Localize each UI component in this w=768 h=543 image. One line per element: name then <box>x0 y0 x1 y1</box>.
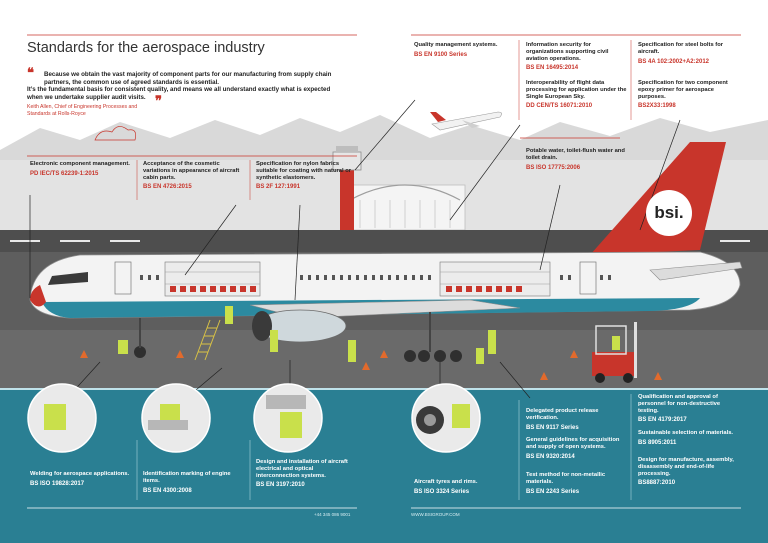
callout-desc: Design for manufacture, assembly, disass… <box>638 457 734 477</box>
callout-standard: BS EN 2243 Series <box>526 488 580 495</box>
maintenance-steps <box>194 319 221 361</box>
ground-workers <box>118 306 620 364</box>
quote-attribution-2: Standards at Rolls-Royce <box>27 111 86 117</box>
callout-desc: Design and installation of aircraft elec… <box>256 459 348 479</box>
callout-desc: Specification for nylon fabrics suitable… <box>256 161 352 181</box>
callout-standard: BS ISO 17775:2006 <box>526 164 581 171</box>
bsi-logo-text: bsi. <box>654 203 684 222</box>
quote-line-2: It’s the fundamental basis for consisten… <box>27 86 331 101</box>
callout-standard: BS8887:2010 <box>638 480 676 487</box>
nose-cone <box>30 285 46 307</box>
callout-desc: Quality management systems. <box>414 42 498 48</box>
callout-non-metallic-test: Test method for non-metallic materials. … <box>526 472 628 495</box>
callout-desc: General guidelines for acquisition and s… <box>526 437 620 450</box>
callout-desc: Welding for aerospace applications. <box>30 471 130 477</box>
callout-electronic-components: Electronic component management. PD IEC/… <box>30 161 134 177</box>
callout-standard: BS EN 9320:2014 <box>526 453 575 460</box>
callout-desc: Qualification and approval of personnel … <box>638 394 721 414</box>
cloud-icon <box>94 126 137 141</box>
callout-standard: BS EN 4300:2008 <box>143 487 192 494</box>
callout-steel-bolts: Specification for steel bolts for aircra… <box>638 42 738 65</box>
callout-standard: BS 8905:2011 <box>638 439 677 446</box>
callout-desc: Test method for non-metallic materials. <box>526 472 606 485</box>
callout-nylon-fabrics: Specification for nylon fabrics suitable… <box>256 161 356 190</box>
callout-desc: Specification for two component epoxy pr… <box>638 80 728 100</box>
callout-information-security: Information security for organizations s… <box>526 42 628 71</box>
callout-open-systems: General guidelines for acquisition and s… <box>526 437 628 460</box>
landing-gear <box>134 346 462 362</box>
inset-circles <box>27 383 481 453</box>
footer-web-link[interactable]: WWW.BSIGROUP.COM <box>411 512 460 517</box>
callout-standard: PD IEC/TS 62239-1:2015 <box>30 170 99 177</box>
callout-tyres-rims: Aircraft tyres and rims. BS ISO 3324 Ser… <box>414 479 514 495</box>
forklift <box>592 322 637 383</box>
callout-desc: Sustainable selection of materials. <box>638 430 734 436</box>
callout-standard: BS EN 4726:2015 <box>143 184 192 191</box>
bsi-tail-logo: bsi. <box>646 190 692 236</box>
callout-desc: Electronic component management. <box>30 161 130 167</box>
callout-desc: Interoperability of flight data processi… <box>526 80 627 100</box>
callout-standard: BS ISO 19828:2017 <box>30 480 85 487</box>
main-airplane <box>29 142 743 362</box>
callout-epoxy-primer: Specification for two component epoxy pr… <box>638 80 738 109</box>
callout-welding: Welding for aerospace applications. BS I… <box>30 471 134 487</box>
callout-design-for-manufacture: Design for manufacture, assembly, disass… <box>638 457 738 486</box>
callout-electrical-systems: Design and installation of aircraft elec… <box>256 459 356 488</box>
callout-standard: BS EN 3197:2010 <box>256 482 305 489</box>
callout-desc: Specification for steel bolts for aircra… <box>638 42 724 55</box>
callout-engine-marking: Identification marking of engine items. … <box>143 471 247 494</box>
quote-line-1: Because we obtain the vast majority of c… <box>44 71 332 86</box>
callout-standard: DD CEN/TS 16071:2010 <box>526 103 593 110</box>
callout-desc: Identification marking of engine items. <box>143 471 231 484</box>
callout-cabin-parts: Acceptance of the cosmetic variations in… <box>143 161 247 190</box>
callout-desc: Acceptance of the cosmetic variations in… <box>143 161 240 181</box>
callout-release-verification: Delegated product release verification. … <box>526 408 628 431</box>
sky-airplane <box>430 111 502 131</box>
callout-standard: BS 2F 127:1991 <box>256 184 301 191</box>
callout-ndt-personnel: Qualification and approval of personnel … <box>638 394 738 423</box>
teal-band <box>0 388 768 543</box>
callout-standard: BS EN 4179:2017 <box>638 417 687 424</box>
open-quote-icon: ❝ <box>27 66 34 81</box>
callout-standard: BS ISO 3324 Series <box>414 488 470 495</box>
callout-sustainable-materials: Sustainable selection of materials. BS 8… <box>638 430 738 446</box>
callout-flight-data: Interoperability of flight data processi… <box>526 80 628 109</box>
close-quote-icon: ❞ <box>155 94 162 109</box>
callout-desc: Potable water, toilet-flush water and to… <box>526 148 625 161</box>
callout-desc: Aircraft tyres and rims. <box>414 479 478 485</box>
callout-potable-water: Potable water, toilet-flush water and to… <box>526 148 626 171</box>
callout-standard: BS EN 16495:2014 <box>526 65 579 72</box>
page-title: Standards for the aerospace industry <box>27 40 265 56</box>
footer-phone: +44 345 086 9001 <box>314 512 351 517</box>
traffic-cones <box>80 350 662 380</box>
quote-attribution-1: Keith Allen, Chief of Engineering Proces… <box>27 104 138 110</box>
callout-quality-management: Quality management systems. BS EN 9100 S… <box>414 42 514 58</box>
callout-standard: BS EN 9117 Series <box>526 424 579 431</box>
control-tower <box>340 170 354 230</box>
callout-desc: Delegated product release verification. <box>526 408 599 421</box>
callout-standard: BS EN 9100 Series <box>414 51 468 58</box>
callout-desc: Information security for organizations s… <box>526 42 609 62</box>
callout-standard: BS 4A 102:2002+A2:2012 <box>638 58 709 65</box>
callout-standard: BS2X33:1998 <box>638 103 676 110</box>
